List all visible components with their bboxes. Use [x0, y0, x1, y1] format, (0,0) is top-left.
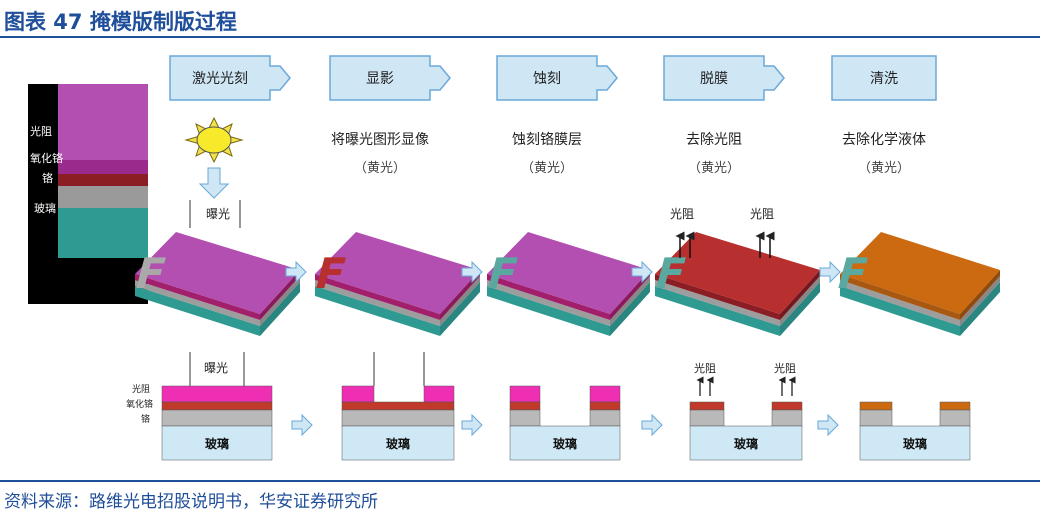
step-header-1: 激光光刻 — [169, 55, 291, 101]
step-3-desc: 蚀刻铬膜层 — [512, 132, 582, 148]
plate-step-3: F — [482, 232, 650, 336]
plate-step-2: F — [310, 232, 480, 336]
section-4-photoresist-right: 光阻 — [774, 361, 796, 375]
section-3-glass: 玻璃 — [553, 436, 577, 451]
step-5-note: （黄光） — [858, 161, 910, 176]
layer-legend: 光阻 氧化铬 铬 玻璃 — [28, 84, 148, 304]
section-step-2 — [341, 352, 455, 461]
title-underline — [0, 36, 1040, 38]
section-legend-photoresist: 光阻 — [132, 383, 150, 395]
exposure-label-section: 曝光 — [204, 361, 228, 375]
step-header-5: 清洗 — [831, 55, 937, 101]
step-1-name: 激光光刻 — [192, 70, 248, 87]
plate-step-1: F — [130, 232, 300, 336]
arrow-right-icon — [291, 413, 313, 437]
step-2-note: （黄光） — [354, 161, 406, 176]
section-step-5 — [859, 401, 971, 461]
plate-step-5: F — [832, 232, 1000, 336]
step-3-name: 蚀刻 — [533, 71, 561, 87]
legend-glass: 玻璃 — [34, 201, 56, 215]
step-5-name: 清洗 — [870, 71, 898, 87]
exposure-label-top: 曝光 — [206, 207, 230, 221]
section-1-glass: 玻璃 — [205, 436, 229, 451]
step-4-name: 脱膜 — [700, 71, 728, 87]
plate-step-4: F — [650, 231, 820, 336]
step-4-note: （黄光） — [688, 161, 740, 176]
legend-chrome: 铬 — [42, 171, 53, 185]
arrow-right-icon — [631, 260, 653, 284]
section-2-glass: 玻璃 — [386, 436, 410, 451]
section-4-glass: 玻璃 — [734, 436, 758, 451]
step-2-desc: 将曝光图形显像 — [331, 132, 429, 148]
exposure-down-arrow-icon — [198, 167, 230, 199]
step-header-2: 显影 — [329, 55, 451, 101]
step-3-note: （黄光） — [521, 161, 573, 176]
arrow-right-icon — [461, 260, 483, 284]
step-header-3: 蚀刻 — [496, 55, 618, 101]
plate-4-photoresist-right: 光阻 — [750, 207, 774, 221]
section-step-1 — [161, 352, 273, 461]
section-4-photoresist-left: 光阻 — [694, 361, 716, 375]
arrow-right-icon — [285, 260, 307, 284]
legend-photoresist: 光阻 — [30, 124, 52, 138]
step-2-name: 显影 — [366, 71, 394, 87]
arrow-right-icon — [461, 413, 483, 437]
mask-process-diagram: 光阻 氧化铬 铬 玻璃 激光光刻 显影 蚀刻 脱膜 清洗 将曝光图形显像 （黄光… — [28, 55, 1000, 461]
arrow-right-icon — [641, 413, 663, 437]
legend-chrome-oxide: 氧化铬 — [30, 151, 63, 165]
section-legend-chrome-oxide: 氧化铬 — [126, 398, 153, 410]
source-note: 资料来源：路维光电招股说明书，华安证券研究所 — [4, 492, 378, 512]
arrow-right-icon — [817, 413, 839, 437]
step-header-4: 脱膜 — [663, 55, 785, 101]
sun-icon — [184, 116, 244, 164]
section-step-3 — [509, 385, 621, 461]
step-5-desc: 去除化学液体 — [842, 132, 926, 148]
footer-rule — [0, 480, 1040, 482]
arrow-right-icon — [819, 260, 841, 284]
section-step-4 — [689, 376, 803, 461]
figure-title: 图表 47 掩模版制版过程 — [4, 10, 237, 34]
plate-4-photoresist-left: 光阻 — [670, 207, 694, 221]
section-5-glass: 玻璃 — [903, 436, 927, 451]
step-4-desc: 去除光阻 — [686, 132, 742, 148]
section-legend-chrome: 铬 — [141, 413, 150, 425]
